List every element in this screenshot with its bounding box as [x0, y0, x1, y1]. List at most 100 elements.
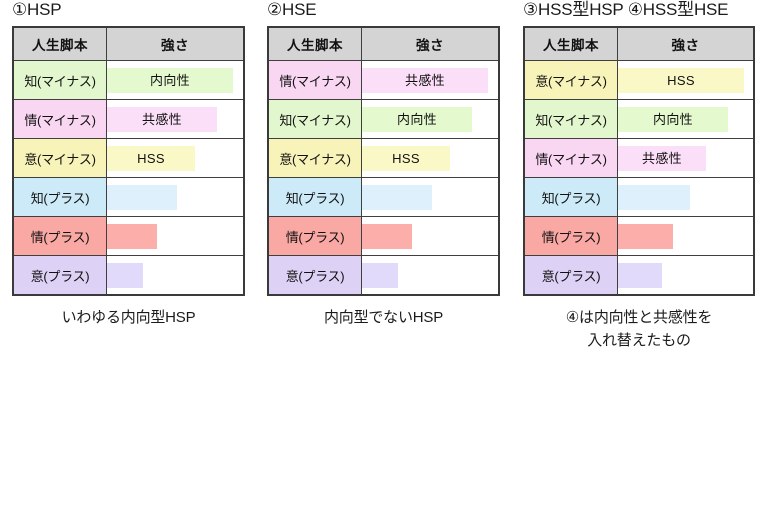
strength-bar	[618, 223, 673, 249]
strength-bar	[362, 223, 412, 249]
strength-cell	[617, 216, 755, 256]
strength-cell: 共感性	[361, 60, 500, 100]
strength-bar: HSS	[618, 67, 744, 93]
strength-bar	[107, 184, 177, 210]
script-cell: 情(マイナス)	[12, 99, 107, 139]
strength-cell	[617, 255, 755, 296]
panel-hsp: ①HSP 人生脚本 強さ 知(マイナス)内向性情(マイナス)共感性意(マイナス)…	[0, 0, 255, 400]
script-cell: 意(マイナス)	[523, 60, 618, 100]
table-row: 知(プラス)	[523, 177, 755, 217]
strength-bar: HSS	[107, 145, 195, 171]
strength-bar	[362, 262, 398, 288]
table-row: 意(プラス)	[12, 255, 245, 296]
table-row: 知(マイナス)内向性	[12, 60, 245, 100]
panel-hss-caption: ④は内向性と共感性を 入れ替えたもの	[523, 306, 755, 352]
script-cell: 知(マイナス)	[267, 99, 362, 139]
script-cell: 知(プラス)	[12, 177, 107, 217]
strength-cell: 共感性	[617, 138, 755, 178]
table-row: 知(マイナス)内向性	[267, 99, 500, 139]
table-header-row: 人生脚本 強さ	[523, 26, 755, 61]
header-strength: 強さ	[617, 26, 755, 61]
strength-cell: 内向性	[361, 99, 500, 139]
table-hss-head: 人生脚本 強さ	[523, 26, 755, 61]
table-row: 情(マイナス)共感性	[12, 99, 245, 139]
table-row: 情(マイナス)共感性	[267, 60, 500, 100]
strength-bar	[362, 184, 432, 210]
panel-hse-title: ②HSE	[267, 0, 317, 19]
strength-bar: 共感性	[107, 106, 217, 132]
strength-cell: 内向性	[106, 60, 245, 100]
header-script: 人生脚本	[267, 26, 362, 61]
table-row: 知(プラス)	[12, 177, 245, 217]
script-cell: 意(プラス)	[12, 255, 107, 296]
strength-bar: 内向性	[618, 106, 728, 132]
script-cell: 知(マイナス)	[523, 99, 618, 139]
script-cell: 情(プラス)	[267, 216, 362, 256]
table-row: 情(プラス)	[12, 216, 245, 256]
table-hsp-head: 人生脚本 強さ	[12, 26, 245, 61]
panel-hss-caption-line-2: 入れ替えたもの	[587, 332, 691, 349]
table-row: 意(マイナス)HSS	[267, 138, 500, 178]
table-row: 情(プラス)	[267, 216, 500, 256]
strength-cell: 内向性	[617, 99, 755, 139]
panel-hsp-title: ①HSP	[12, 0, 62, 19]
script-cell: 情(マイナス)	[267, 60, 362, 100]
table-row: 知(プラス)	[267, 177, 500, 217]
header-script: 人生脚本	[12, 26, 107, 61]
strength-cell: HSS	[106, 138, 245, 178]
table-row: 知(マイナス)内向性	[523, 99, 755, 139]
script-cell: 情(プラス)	[12, 216, 107, 256]
strength-bar: HSS	[362, 145, 450, 171]
script-cell: 意(プラス)	[267, 255, 362, 296]
script-cell: 知(マイナス)	[12, 60, 107, 100]
strength-cell	[361, 177, 500, 217]
table-row: 情(プラス)	[523, 216, 755, 256]
strength-bar	[618, 262, 662, 288]
table-hse-head: 人生脚本 強さ	[267, 26, 500, 61]
strength-cell	[106, 177, 245, 217]
script-cell: 情(マイナス)	[523, 138, 618, 178]
strength-cell	[617, 177, 755, 217]
strength-bar	[107, 223, 157, 249]
panel-hse: ②HSE 人生脚本 強さ 情(マイナス)共感性知(マイナス)内向性意(マイナス)…	[255, 0, 510, 400]
strength-bar: 内向性	[362, 106, 472, 132]
strength-cell	[361, 216, 500, 256]
strength-bar: 内向性	[107, 67, 233, 93]
strength-cell: HSS	[361, 138, 500, 178]
table-row: 意(マイナス)HSS	[12, 138, 245, 178]
panel-hss-title: ③HSS型HSP ④HSS型HSE	[523, 0, 729, 19]
script-cell: 意(プラス)	[523, 255, 618, 296]
table-row: 意(プラス)	[267, 255, 500, 296]
panel-hsp-caption: いわゆる内向型HSP	[61, 309, 196, 326]
header-script: 人生脚本	[523, 26, 618, 61]
strength-cell	[361, 255, 500, 296]
table-header-row: 人生脚本 強さ	[267, 26, 500, 61]
table-row: 情(マイナス)共感性	[523, 138, 755, 178]
header-strength: 強さ	[106, 26, 245, 61]
panel-hss-caption-line-1: ④は内向性と共感性を	[565, 309, 713, 326]
strength-bar: 共感性	[362, 67, 488, 93]
table-header-row: 人生脚本 強さ	[12, 26, 245, 61]
strength-cell: HSS	[617, 60, 755, 100]
script-cell: 意(マイナス)	[12, 138, 107, 178]
panel-hse-caption: 内向型でないHSP	[323, 309, 444, 326]
script-cell: 知(プラス)	[267, 177, 362, 217]
table-row: 意(マイナス)HSS	[523, 60, 755, 100]
script-cell: 知(プラス)	[523, 177, 618, 217]
panels-container: ①HSP 人生脚本 強さ 知(マイナス)内向性情(マイナス)共感性意(マイナス)…	[0, 0, 768, 400]
script-cell: 情(プラス)	[523, 216, 618, 256]
strength-cell: 共感性	[106, 99, 245, 139]
script-cell: 意(マイナス)	[267, 138, 362, 178]
strength-bar	[107, 262, 143, 288]
strength-bar: 共感性	[618, 145, 706, 171]
strength-bar	[618, 184, 690, 210]
header-strength: 強さ	[361, 26, 500, 61]
strength-cell	[106, 255, 245, 296]
